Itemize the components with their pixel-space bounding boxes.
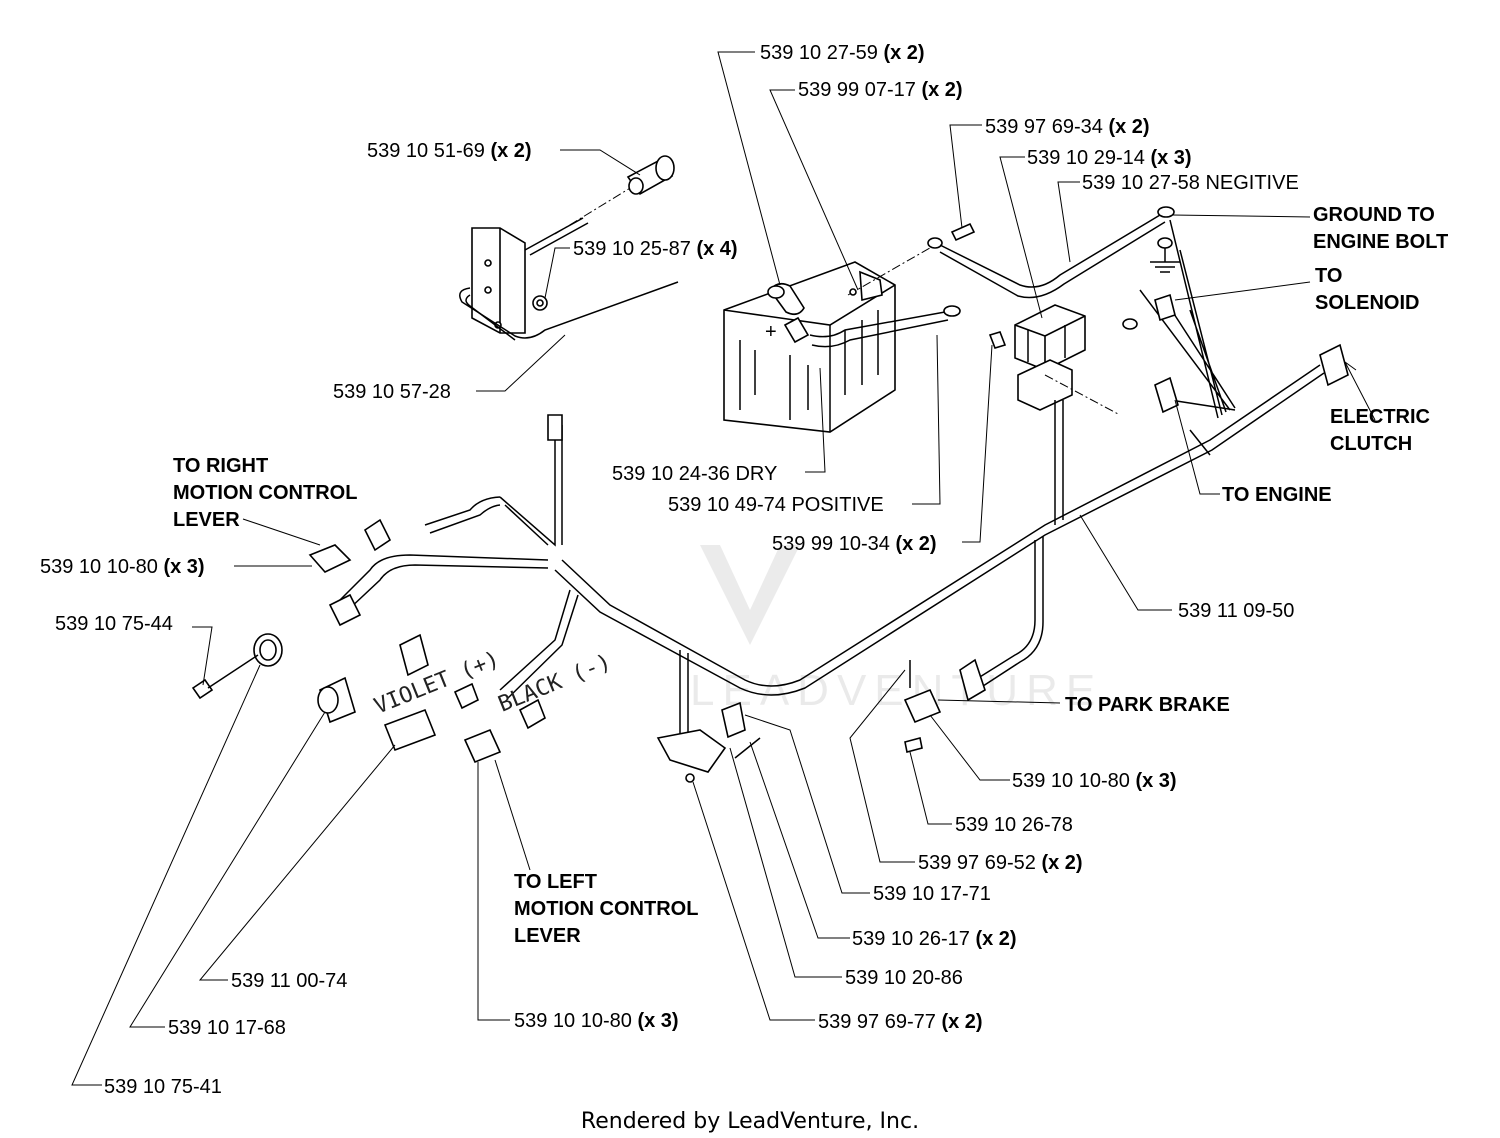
callout-539-97-69-34: 539 97 69-34 (x 2) [985,116,1150,138]
ground-symbol [1150,248,1180,273]
callout-539-97-69-77: 539 97 69-77 (x 2) [818,1011,983,1033]
to-engine-label: TO ENGINE [1222,484,1332,506]
callout-539-11-09-50: 539 11 09-50 [1178,600,1294,622]
callout-539-10-10-80-park: 539 10 10-80 (x 3) [1012,770,1177,792]
leadventure-watermark: LEADVENTURE [690,545,1103,715]
battery: + [723,244,961,433]
leader-lines [71,51,1376,1086]
callout-539-10-25-87: 539 10 25-87 (x 4) [573,238,738,260]
relay-block [988,304,1121,416]
callout-539-10-17-71: 539 10 17-71 [873,883,991,905]
callout-539-10-29-14: 539 10 29-14 (x 3) [1027,147,1192,169]
svg-text:+: + [765,321,777,343]
switch-components [191,544,942,783]
callout-539-10-75-44: 539 10 75-44 [55,613,173,635]
callout-539-10-49-74: 539 10 49-74 POSITIVE [668,494,884,516]
negative-cable [927,206,1175,299]
callout-539-10-26-17: 539 10 26-17 (x 2) [852,928,1017,950]
svg-text:LEADVENTURE: LEADVENTURE [690,666,1103,715]
callout-539-10-26-78: 539 10 26-78 [955,814,1073,836]
callout-539-10-17-68: 539 10 17-68 [168,1017,286,1039]
callout-539-11-00-74: 539 11 00-74 [231,970,347,992]
callout-539-10-51-69: 539 10 51-69 (x 2) [367,140,532,162]
callout-539-10-10-80-right: 539 10 10-80 (x 3) [40,556,205,578]
to-solenoid-label: TO SOLENOID [1315,265,1419,314]
footer-credit: Rendered by LeadVenture, Inc. [581,1109,919,1134]
callout-539-99-07-17: 539 99 07-17 (x 2) [798,79,963,101]
callout-539-10-20-86: 539 10 20-86 [845,967,963,989]
callout-539-10-10-80-left: 539 10 10-80 (x 3) [514,1010,679,1032]
callout-539-97-69-52: 539 97 69-52 (x 2) [918,852,1083,874]
violet-wire-label: VIOLET (+) [371,647,503,720]
black-wire-label: BLACK (-) [495,650,615,718]
electric-clutch-label: ELECTRIC CLUTCH [1330,406,1436,455]
callout-539-99-10-34: 539 99 10-34 (x 2) [772,533,937,555]
destination-labels: GROUND TO ENGINE BOLT TO SOLENOID ELECTR… [173,204,1448,947]
to-left-motion-control-lever-label: TO LEFT MOTION CONTROL LEVER [514,871,704,947]
callout-539-10-27-59: 539 10 27-59 (x 2) [760,42,925,64]
to-right-motion-control-lever-label: TO RIGHT MOTION CONTROL LEVER [173,455,363,531]
part-labels: 539 10 27-59 (x 2) 539 99 07-17 (x 2) 53… [40,42,1299,1098]
callout-539-10-27-58: 539 10 27-58 NEGITIVE [1082,172,1299,194]
to-park-brake-label: TO PARK BRAKE [1065,694,1230,716]
callout-539-10-57-28: 539 10 57-28 [333,381,451,403]
callout-539-10-75-41: 539 10 75-41 [104,1076,222,1098]
ground-to-engine-bolt-label: GROUND TO ENGINE BOLT [1313,204,1448,253]
bushing [626,155,675,196]
harness-connectors [328,237,1349,730]
main-harness [339,219,1325,735]
mounting-bracket [459,181,679,341]
callout-539-10-24-36: 539 10 24-36 DRY [612,463,777,485]
